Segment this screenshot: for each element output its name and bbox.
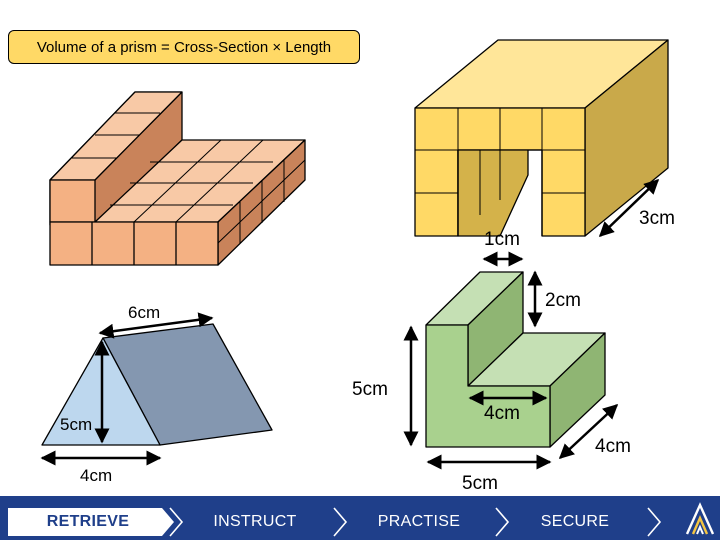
triangle-length-label: 6cm — [128, 303, 160, 322]
formula-text: Volume of a prism = Cross-Section × Leng… — [36, 38, 332, 56]
lshape-height-label: 5cm — [352, 379, 388, 400]
lshape-depth-label: 4cm — [595, 436, 631, 457]
arch-length-label: 3cm — [639, 208, 675, 229]
lshape-step-label: 2cm — [545, 290, 581, 311]
triangle-length-arrow — [98, 312, 214, 339]
formula-box: Volume of a prism = Cross-Section × Leng… — [8, 30, 360, 64]
tab-practise[interactable]: PRACTISE — [377, 513, 461, 530]
nav-chevrons — [8, 507, 662, 537]
diagram-canvas: 3cm 1cm 6cm 5cm 4cm 2cm 5cm 4cm 4cm 5cm — [40, 39, 675, 494]
triangle-height-label: 5cm — [60, 415, 92, 434]
lshape-inner-label: 4cm — [484, 403, 520, 424]
arch-gap-label: 1cm — [484, 229, 520, 250]
school-logo-icon — [685, 502, 715, 535]
triangle-base-label: 4cm — [80, 466, 112, 485]
tab-secure[interactable]: SECURE — [540, 513, 610, 530]
tab-instruct[interactable]: INSTRUCT — [213, 513, 297, 530]
orange-cube-prism — [49, 91, 306, 266]
arch-length-arrow — [598, 178, 660, 238]
tab-retrieve[interactable]: RETRIEVE — [46, 513, 130, 530]
lshape-width-label: 5cm — [462, 473, 498, 494]
lshape-depth-arrow — [558, 403, 619, 460]
